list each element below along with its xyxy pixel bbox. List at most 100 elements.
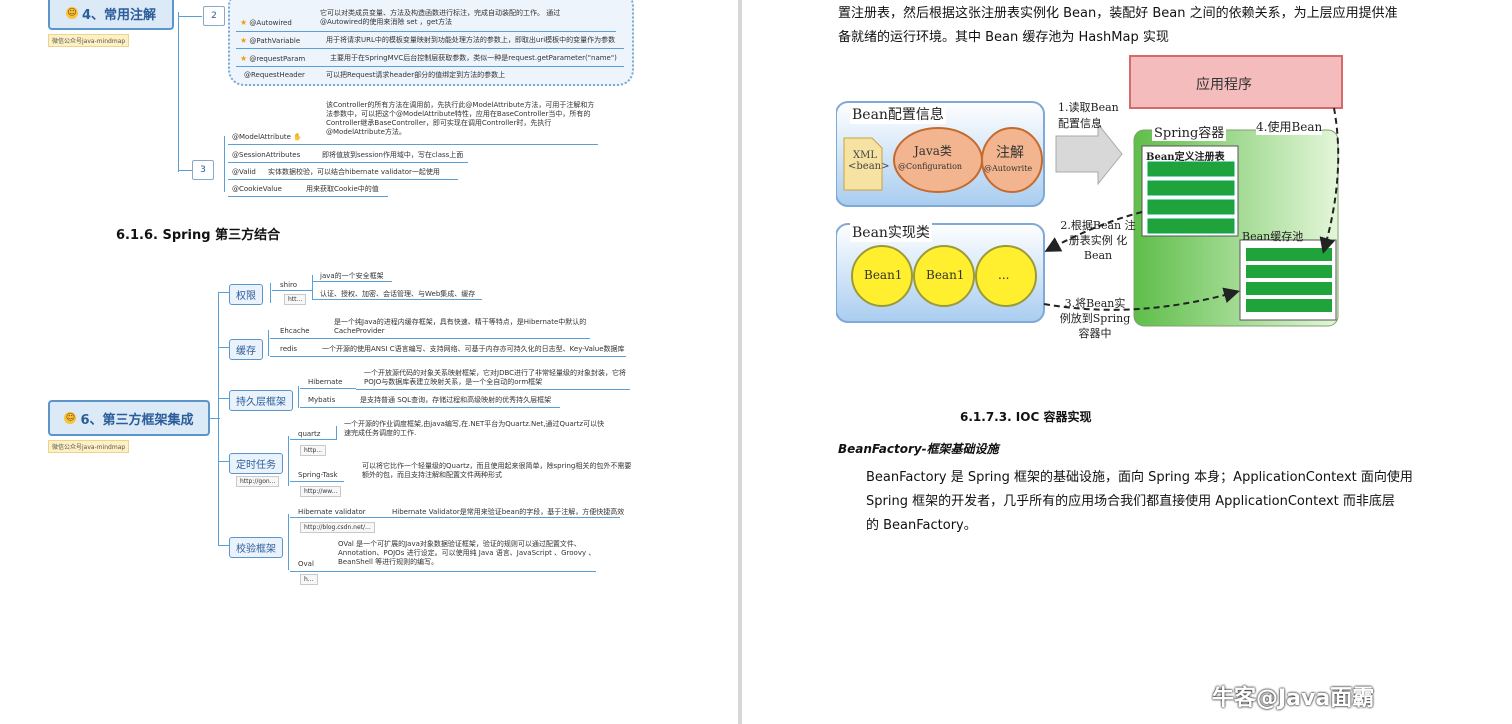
connector xyxy=(218,461,230,462)
tool-desc: 是一个纯Java的进程内缓存框架，具有快速、精干等特点，是Hibernate中默… xyxy=(334,318,587,335)
bean-circle xyxy=(975,245,1037,307)
mindmap-tag: 微信公众号java-mindmap xyxy=(48,34,130,47)
mindmap-root-label: 6、第三方框架集成 xyxy=(80,412,194,428)
bean-label: Bean1 xyxy=(864,268,903,282)
connector xyxy=(336,426,337,440)
annotation-item[interactable]: @SessionAttributes xyxy=(232,151,301,159)
read-arrow xyxy=(1055,122,1123,186)
connector xyxy=(236,66,624,67)
tool-oval[interactable]: Oval xyxy=(298,560,314,568)
category-auth[interactable]: 权限 xyxy=(229,284,263,305)
annotation-item[interactable]: ★ @PathVariable xyxy=(240,36,301,45)
connector xyxy=(178,16,202,17)
annotation-item[interactable]: @RequestHeader xyxy=(244,71,305,79)
connector xyxy=(356,389,630,390)
connector xyxy=(218,545,230,546)
connector xyxy=(218,292,219,546)
category-persistence[interactable]: 持久层框架 xyxy=(229,390,293,411)
cache-row xyxy=(1246,248,1332,261)
intro-line: 备就绪的运行环境。其中 Bean 缓存池为 HashMap 实现 xyxy=(838,30,1169,45)
connector xyxy=(320,338,590,339)
annotation-desc: 可以把Request请求header部分的值绑定到方法的参数上 xyxy=(326,71,506,79)
cache-pool-label: Bean缓存池 xyxy=(1242,230,1304,243)
connector xyxy=(312,281,392,282)
tool-hibernate-validator[interactable]: Hibernate validator xyxy=(298,508,366,516)
step1-label: 1.读取Bean 配置信息 xyxy=(1058,101,1119,130)
spring-container-label: Spring容器 xyxy=(1152,122,1227,141)
bean-circle xyxy=(851,245,913,307)
connector xyxy=(300,388,356,389)
tool-desc: java的一个安全框架 xyxy=(320,272,384,280)
tool-spring-task[interactable]: Spring-Task xyxy=(298,471,338,479)
left-page: ☺ 4、常用注解 微信公众号java-mindmap 2 ★ @Autowire… xyxy=(0,0,738,724)
app-label: 应用程序 xyxy=(1196,77,1252,93)
cloud-group xyxy=(228,0,634,86)
connector xyxy=(228,144,598,145)
tool-hibernate[interactable]: Hibernate xyxy=(308,378,343,386)
annotation-desc: 该Controller的所有方法在调用前，先执行此@ModelAttribute… xyxy=(326,101,595,136)
instantiate-arrow xyxy=(1044,211,1143,252)
connector xyxy=(228,196,388,197)
mindmap-tag: 微信公众号java-mindmap xyxy=(48,440,130,453)
category-scheduling[interactable]: 定时任务 xyxy=(229,453,283,474)
branch-number-2[interactable]: 2 xyxy=(203,6,225,26)
star-icon: ★ xyxy=(240,54,248,63)
tool-desc: OVal 是一个可扩展的Java对象数据验证框架，验证的规则可以通过配置文件、A… xyxy=(338,540,596,566)
link-chip[interactable]: http... xyxy=(300,445,327,456)
annotation-item[interactable]: @CookieValue xyxy=(232,185,282,193)
annotation-desc: 用于将请求URL中的模板变量映射到功能处理方法的参数上，即取出uri模板中的变量… xyxy=(326,36,616,44)
body-line: Spring 框架的开发者，几乎所有的应用场合我们都直接使用 Applicati… xyxy=(866,494,1395,509)
java-class-label: Java类 xyxy=(914,144,952,158)
connector xyxy=(312,299,482,300)
connector xyxy=(218,347,230,348)
connector xyxy=(224,136,225,192)
put-into-container-arrow xyxy=(1043,287,1240,311)
link-chip[interactable]: htt... xyxy=(284,294,307,305)
tool-desc: Hibernate Validator是常用来验证bean的字段，基于注解，方便… xyxy=(392,508,625,516)
connector xyxy=(268,330,269,356)
link-chip[interactable]: h... xyxy=(300,574,318,585)
annotation-item[interactable]: @ModelAttribute ✋ xyxy=(232,133,302,141)
cache-row xyxy=(1246,282,1332,295)
mindmap-root-label: 4、常用注解 xyxy=(81,7,157,23)
category-validation[interactable]: 校验框架 xyxy=(229,537,283,558)
connector xyxy=(228,162,468,163)
bean-impl-label: Bean实现类 xyxy=(850,222,932,242)
connector xyxy=(178,170,192,171)
tool-shiro[interactable]: shiro xyxy=(280,281,298,289)
smile-icon: ☺ xyxy=(65,7,78,19)
tool-desc: 认证、授权、加密、会话管理、与Web集成、缓存 xyxy=(320,290,476,298)
app-box xyxy=(1129,55,1343,109)
category-cache[interactable]: 缓存 xyxy=(229,339,263,360)
branch-number-3[interactable]: 3 xyxy=(192,160,214,180)
bean-config-label: Bean配置信息 xyxy=(850,104,946,124)
connector xyxy=(270,338,320,339)
ioc-heading: 6.1.7.3. IOC 容器实现 xyxy=(960,410,1092,424)
tool-mybatis[interactable]: Mybatis xyxy=(308,396,336,404)
annotation-item[interactable]: ★ @requestParam xyxy=(240,54,306,63)
mindmap-root-annotations[interactable]: ☺ 4、常用注解 xyxy=(48,0,174,30)
connector xyxy=(312,275,313,299)
annotation-item[interactable]: ★ @Autowired xyxy=(240,18,292,27)
annotation-item[interactable]: @Valid xyxy=(232,168,256,176)
link-chip[interactable]: http://blog.csdn.net/... xyxy=(300,522,375,533)
annotation-label: 注解 xyxy=(996,145,1024,161)
java-class-ellipse xyxy=(893,127,983,193)
tool-ehcache[interactable]: Ehcache xyxy=(280,327,310,335)
connector xyxy=(290,481,344,482)
bean-circle xyxy=(913,245,975,307)
link-chip[interactable]: http://gon... xyxy=(236,476,280,487)
connector xyxy=(300,407,560,408)
connector xyxy=(236,48,624,49)
annotation-desc: 即将值放到session作用域中，写在class上面 xyxy=(322,151,464,159)
mindmap-root-third-party[interactable]: ☺ 6、第三方框架集成 xyxy=(48,400,210,436)
annotation-desc: 它可以对类成员变量、方法及构造函数进行标注，完成自动装配的工作。 通过 @Aut… xyxy=(320,9,561,26)
connector xyxy=(290,571,596,572)
spring-ioc-diagram: Bean配置信息 XML <bean> Java类 @Configuration… xyxy=(835,54,1352,344)
tool-desc: 是支持普通 SQL查询，存储过程和高级映射的优秀持久层框架 xyxy=(360,396,552,404)
tool-quartz[interactable]: quartz xyxy=(298,430,321,438)
star-icon: ★ xyxy=(240,36,248,45)
tool-redis[interactable]: redis xyxy=(280,345,298,353)
link-chip[interactable]: http://ww... xyxy=(300,486,342,497)
bean-dots-label: ... xyxy=(998,268,1010,282)
